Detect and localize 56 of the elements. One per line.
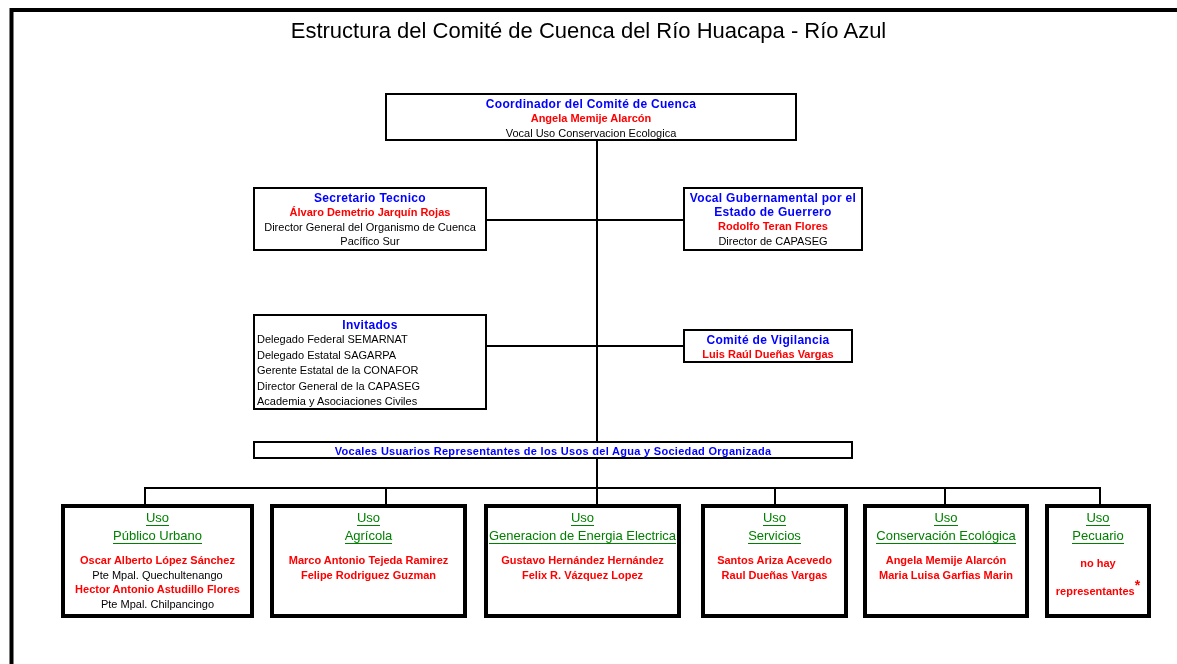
person-name: Santos Ariza Acevedo xyxy=(717,553,832,568)
person-name: Rodolfo Teran Flores xyxy=(718,219,828,234)
member-text: Delegado Estatal SAGARPA xyxy=(256,347,397,363)
person-name: Felipe Rodriguez Guzman xyxy=(300,568,437,583)
use-title: Uso xyxy=(570,510,595,526)
person-name: Raul Dueñas Vargas xyxy=(721,568,828,583)
member-text: Director General de la CAPASEG xyxy=(256,378,421,394)
role-title: Vocal Gubernamental por el Estado de Guerrero xyxy=(688,191,858,219)
use-title: Uso xyxy=(145,510,170,526)
role-title: Coordinador del Comité de Cuenca xyxy=(485,97,697,111)
org-box xyxy=(253,441,853,459)
position-text: Vocal Uso Conservacion Ecologica xyxy=(505,126,677,140)
use-title: Uso xyxy=(934,510,958,526)
org-box xyxy=(683,329,853,363)
person-name: Gustavo Hernández Hernández xyxy=(501,553,664,568)
use-title: Servicios xyxy=(748,528,801,544)
org-box xyxy=(61,504,254,618)
person-name: Hector Antonio Astudillo Flores xyxy=(75,582,240,597)
use-title: Agrícola xyxy=(344,528,393,544)
member-text: Academia y Asociaciones Civiles xyxy=(256,394,418,409)
member-text: Delegado Federal SEMARNAT xyxy=(256,332,408,347)
use-title: Uso xyxy=(356,510,381,526)
person-name: Angela Memije Alarcón xyxy=(530,111,652,126)
position-text: Director General del Organismo de Cuenca Pacífico Sur xyxy=(263,220,477,248)
org-box xyxy=(683,187,863,251)
use-title: Generacion de Energia Electrica xyxy=(488,528,677,544)
connector-line xyxy=(596,140,598,442)
member-text: Gerente Estatal de la CONAFOR xyxy=(256,363,419,378)
person-name: Oscar Alberto López Sánchez xyxy=(80,553,235,568)
use-title: Pecuario xyxy=(1072,528,1124,544)
diagram-title: Estructura del Comité de Cuenca del Río Huacapa - Río Azul xyxy=(289,18,888,44)
person-name: Maria Luisa Garfias Marin xyxy=(879,568,1013,583)
use-title: Público Urbano xyxy=(113,528,202,544)
org-box xyxy=(253,314,487,410)
org-box xyxy=(484,504,681,618)
org-box xyxy=(1045,504,1151,618)
org-box xyxy=(253,187,487,251)
person-name: Angela Memije Alarcón xyxy=(885,553,1007,568)
person-name: Felix R. Vázquez Lopez xyxy=(522,568,643,583)
role-title: Comité de Vigilancia xyxy=(706,333,830,347)
position-text: Pte Mpal. Quechultenango xyxy=(92,568,223,582)
use-title: Conservación Ecológica xyxy=(876,528,1016,544)
org-box xyxy=(385,93,797,141)
org-box xyxy=(863,504,1029,618)
use-title: Uso xyxy=(762,510,787,526)
position-text: Pte Mpal. Chilpancingo xyxy=(100,597,215,611)
role-title: Secretario Tecnico xyxy=(314,191,426,205)
role-title: Invitados xyxy=(342,318,398,332)
person-name: Álvaro Demetrio Jarquín Rojas xyxy=(289,205,451,220)
position-text: Director de CAPASEG xyxy=(718,234,828,248)
person-name: Luis Raúl Dueñas Vargas xyxy=(702,347,834,362)
role-title: Vocales Usuarios Representantes de los Usos del Agua y Sociedad Organizada xyxy=(334,445,772,458)
use-title: Uso xyxy=(1086,510,1110,526)
org-box xyxy=(270,504,467,618)
org-box xyxy=(701,504,848,618)
person-name: Marco Antonio Tejeda Ramirez xyxy=(288,553,449,568)
